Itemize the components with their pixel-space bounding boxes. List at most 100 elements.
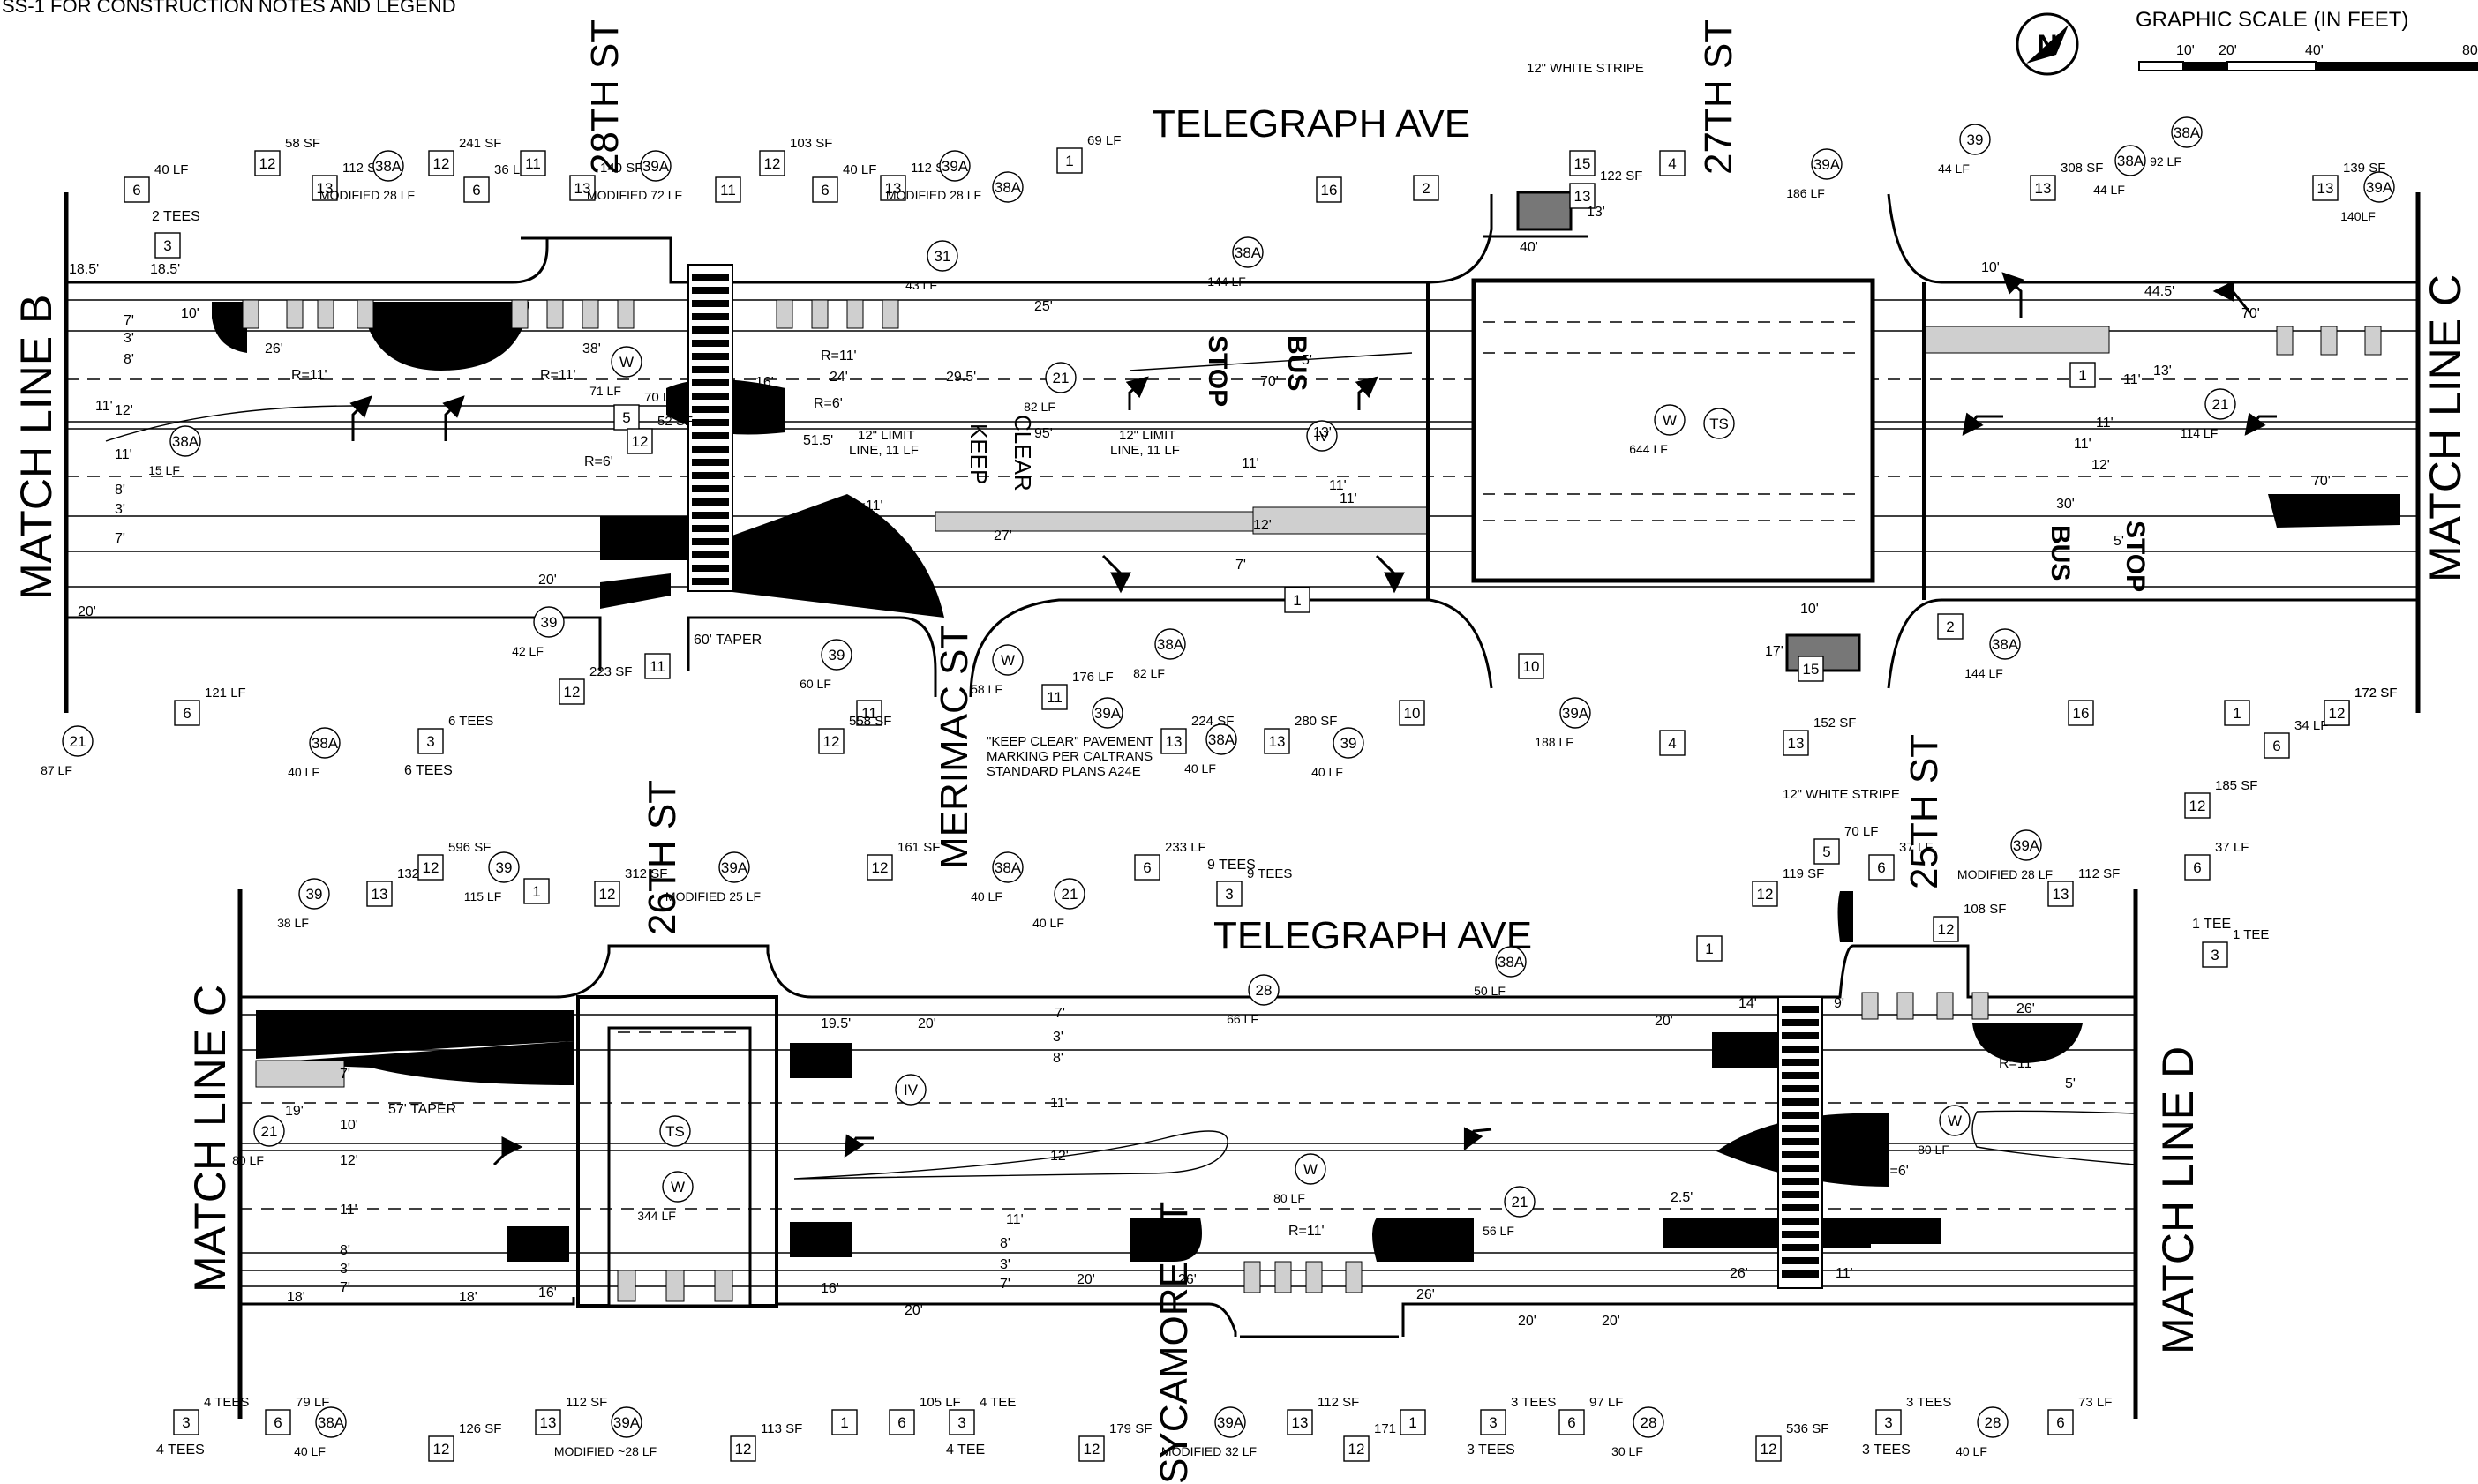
- callout-quantity: 52 SF: [657, 414, 693, 429]
- bulbout: [212, 302, 247, 353]
- callout-quantity: 188 LF: [1535, 735, 1573, 749]
- callout-quantity: 113 SF: [761, 1421, 802, 1436]
- dimension-label: 11': [1006, 1212, 1024, 1227]
- street-telegraph-bottom: TELEGRAPH AVE: [1213, 914, 1532, 957]
- callout-quantity: 82 LF: [1024, 400, 1055, 414]
- callout-box-1: 1: [1696, 935, 1723, 962]
- callout-number: 12: [564, 684, 581, 701]
- callout-number: 1: [840, 1414, 848, 1431]
- callout-number: 38A: [1208, 731, 1235, 748]
- callout-circle-38A: 38A 40 LF: [288, 727, 341, 779]
- callout-box-2: 2: [1937, 613, 1964, 640]
- dimension-label: 20': [1077, 1272, 1095, 1287]
- callout-number: 21: [1053, 370, 1070, 386]
- radius-label: R=11': [1288, 1224, 1325, 1239]
- callout-number: 13: [885, 180, 902, 197]
- dimension-label: 7': [1055, 1006, 1065, 1021]
- dimension-label: 13': [2153, 364, 2172, 378]
- callout-number: 38A: [312, 735, 339, 752]
- callout-box-15: 15: [1569, 150, 1596, 176]
- callout-number: 39A: [2366, 179, 2393, 196]
- callout-box-4: 4: [1659, 150, 1686, 176]
- parking-tees-top: [242, 299, 2382, 535]
- callout-number: 21: [70, 733, 86, 750]
- callout-circle-IV: IV: [1306, 420, 1338, 452]
- street-telegraph-top: TELEGRAPH AVE: [1152, 102, 1470, 146]
- callout-box-3: 34 TEE: [949, 1395, 1016, 1435]
- street-25th: 25TH ST: [1903, 734, 1946, 889]
- callout-quantity: 140 SF: [600, 161, 642, 176]
- callout-number: 12: [1348, 1441, 1365, 1458]
- bulbout: [2268, 494, 2400, 528]
- callout-quantity: 119 SF: [1783, 866, 1824, 881]
- bulbout: [1130, 1218, 1202, 1262]
- callout-quantity: 4 TEE: [980, 1395, 1016, 1410]
- callout-quantity: 79 LF: [296, 1395, 329, 1410]
- dimension-label: 24': [830, 370, 848, 385]
- callout-quantity: 40 LF: [288, 765, 319, 779]
- callout-quantity: MODIFIED 28 LF: [1957, 867, 2053, 881]
- dimension-label: 40': [1520, 240, 1538, 255]
- callout-quantity: 4 TEES: [204, 1395, 249, 1410]
- callout-quantity: 40 LF: [971, 889, 1002, 903]
- dimension-label: 38': [582, 341, 601, 356]
- callout-quantity: 152 SF: [1813, 716, 1856, 731]
- keep-clear-note-2: MARKING PER CALTRANS: [987, 749, 1153, 764]
- callout-number: 3: [1884, 1414, 1892, 1431]
- callout-number: 21: [261, 1123, 278, 1140]
- scale-title: GRAPHIC SCALE (IN FEET): [2136, 8, 2408, 32]
- pavement-word: BUS: [1282, 335, 1311, 391]
- callout-number: 1: [1065, 153, 1073, 169]
- callout-number: 39A: [1217, 1414, 1244, 1431]
- callout-box-4: 4: [1659, 730, 1686, 756]
- callout-box-6: 679 LF: [265, 1395, 329, 1435]
- callout-quantity: 15 LF: [148, 463, 180, 477]
- white-stripe-note: 12" WHITE STRIPE: [1783, 787, 1900, 802]
- callout-number: 13: [1292, 1414, 1309, 1431]
- dimension-label: 26': [2016, 1001, 2035, 1016]
- dimension-label: 5': [2065, 1076, 2076, 1091]
- dimension-label: 20': [1655, 1014, 1673, 1029]
- dimension-label: 95': [1034, 426, 1053, 441]
- callout-box-11: 11: [856, 700, 882, 726]
- street-sycamore: SYCAMORE ST: [1153, 1202, 1196, 1484]
- callout-number: 39: [306, 886, 323, 903]
- callout-number: 12: [2329, 705, 2346, 722]
- callout-number: 13: [574, 180, 591, 197]
- dimension-label: 11': [1329, 478, 1347, 493]
- callout-quantity: 103 SF: [790, 136, 832, 151]
- callout-number: 13: [2035, 180, 2052, 197]
- callout-quantity: 114 LF: [2181, 426, 2219, 440]
- dimension-label: 20': [1518, 1314, 1536, 1329]
- dimension-label: 20': [918, 1016, 936, 1031]
- dimension-label: 19.5': [821, 1016, 851, 1031]
- callout-quantity: 172 SF: [2354, 686, 2397, 701]
- tees-label: 6 TEES: [404, 763, 453, 778]
- callout-number: 15: [1803, 661, 1820, 678]
- callout-number: 6: [183, 705, 191, 722]
- callout-number: 6: [897, 1414, 905, 1431]
- callout-quantity: 105 LF: [920, 1395, 961, 1410]
- callout-number: 2: [1946, 618, 1954, 635]
- bike-box: [1923, 326, 2110, 354]
- callout-number: 38A: [995, 179, 1022, 196]
- dimension-label: 8': [115, 483, 125, 498]
- callout-quantity: 144 LF: [1207, 274, 1246, 289]
- callout-quantity: 37 LF: [2215, 840, 2249, 855]
